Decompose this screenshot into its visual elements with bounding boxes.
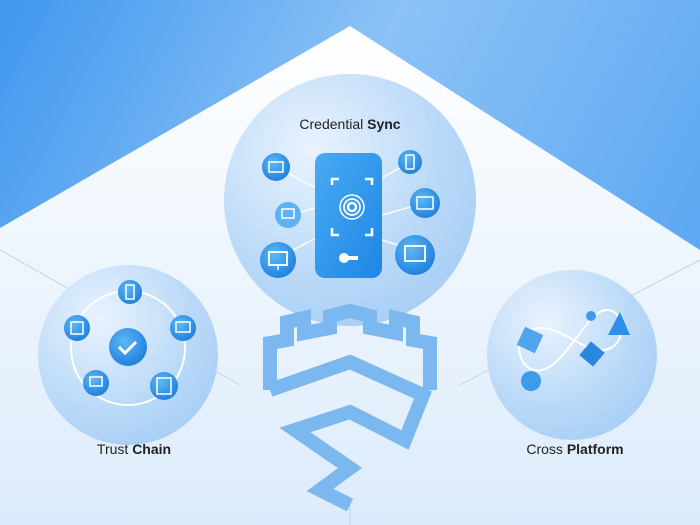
cross-platform-label: Cross Platform <box>526 441 624 457</box>
fingerprint-icon <box>330 177 374 237</box>
trust-chain-label: Trust Chain <box>96 441 172 457</box>
shield-s-logo <box>263 303 437 512</box>
credential-sync-illustration <box>224 74 476 326</box>
infinity-loop-icon <box>518 308 623 372</box>
device-node-icons <box>260 150 440 278</box>
cross-platform-illustration <box>487 270 657 440</box>
trust-chain-illustration <box>38 265 218 445</box>
credential-sync-label: Credential Sync <box>299 116 401 132</box>
key-icon <box>339 253 358 263</box>
checkmark-icon <box>109 328 147 366</box>
